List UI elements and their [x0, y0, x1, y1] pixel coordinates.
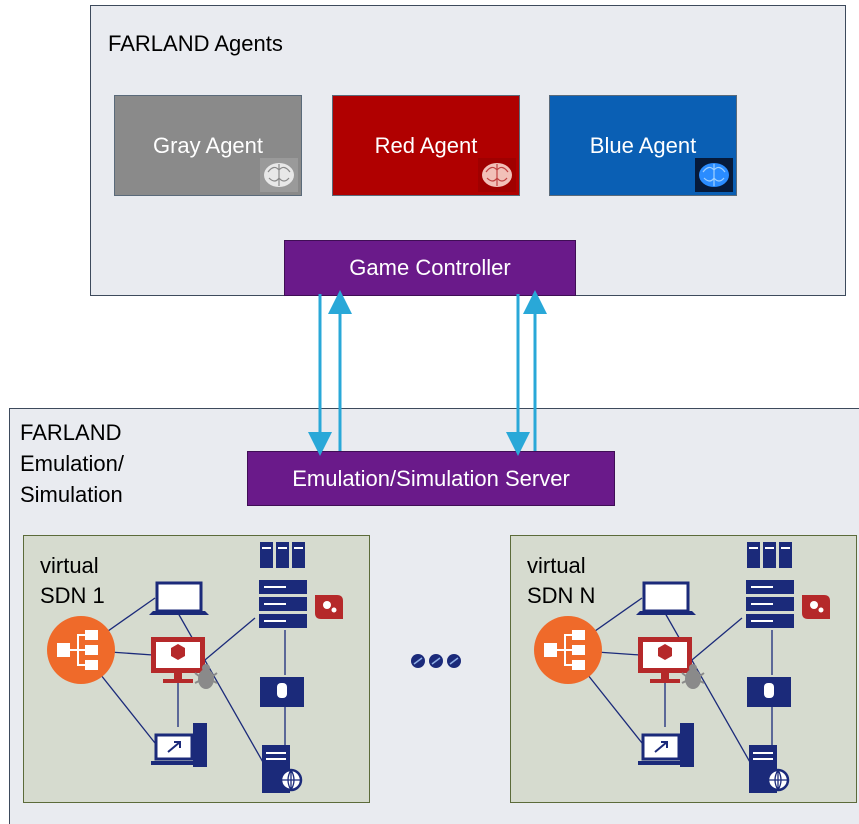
- web-server-icon: [749, 745, 790, 793]
- bug-icon: [194, 664, 218, 689]
- sdn-1-label: virtual SDN 1: [40, 551, 105, 610]
- server-icon: [259, 580, 307, 628]
- gray-agent-label: Gray Agent: [152, 132, 264, 158]
- router-icon: [47, 616, 115, 684]
- gray-agent-box: Gray Agent: [114, 95, 302, 196]
- sdn-n-label: virtual SDN N: [527, 551, 595, 610]
- laptop-icon: [149, 581, 209, 615]
- workstation-icon: [151, 723, 207, 767]
- game-controller-label: Game Controller: [349, 255, 511, 280]
- sdn-label-line: SDN N: [527, 582, 596, 608]
- game-controller-box: Game Controller: [284, 240, 576, 296]
- database-server-icon: [260, 677, 304, 707]
- ellipsis-dots-icon: [411, 654, 461, 668]
- router-icon: [534, 616, 602, 684]
- brain-icon: [695, 158, 733, 192]
- desktop-malware-icon: [638, 637, 692, 683]
- emulation-server-label: Emulation/Simulation Server: [292, 465, 570, 491]
- sdn-label-line: virtual: [40, 553, 99, 578]
- red-agent-box: Red Agent: [332, 95, 520, 196]
- server-icon: [746, 580, 794, 628]
- script-icon: [802, 595, 830, 619]
- brain-icon: [478, 158, 516, 192]
- emulation-title-line: Simulation: [20, 481, 123, 507]
- database-server-icon: [747, 677, 791, 707]
- red-agent-label: Red Agent: [374, 132, 478, 158]
- workstation-icon: [638, 723, 694, 767]
- agents-panel-title: FARLAND Agents: [108, 31, 283, 56]
- server-rack-icon: [747, 542, 792, 568]
- emulation-title-line: FARLAND: [20, 420, 122, 445]
- emulation-panel-title: FARLAND Emulation/ Simulation: [20, 418, 124, 510]
- blue-agent-box: Blue Agent: [549, 95, 737, 196]
- emulation-title-line: Emulation/: [20, 450, 124, 476]
- sdn-1-network: [47, 542, 343, 793]
- desktop-malware-icon: [151, 637, 205, 683]
- sdn-n-network: [534, 542, 830, 793]
- script-icon: [315, 595, 343, 619]
- sdn-label-line: SDN 1: [40, 582, 105, 608]
- server-rack-icon: [260, 542, 305, 568]
- laptop-icon: [636, 581, 696, 615]
- web-server-icon: [262, 745, 303, 793]
- emulation-server-box: Emulation/Simulation Server: [247, 451, 615, 506]
- brain-icon: [260, 158, 298, 192]
- sdn-label-line: virtual: [527, 553, 586, 578]
- bug-icon: [681, 664, 705, 689]
- blue-agent-label: Blue Agent: [589, 132, 697, 158]
